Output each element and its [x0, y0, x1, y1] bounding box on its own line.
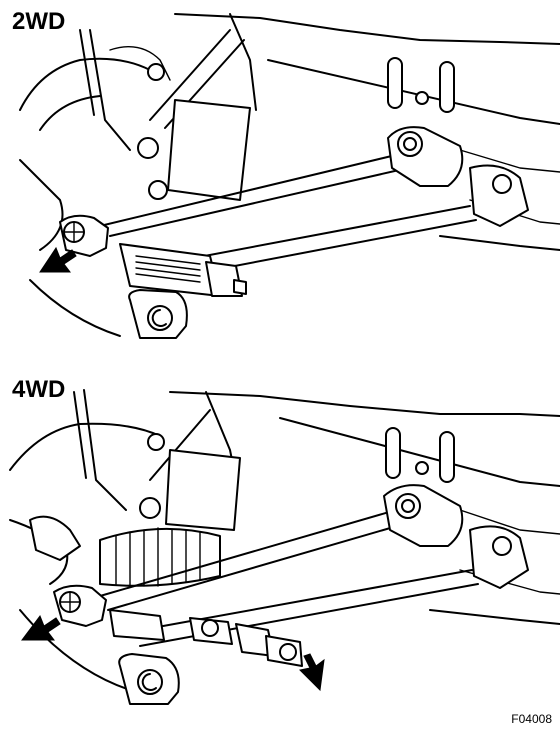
- panel-4wd: 4WD: [0, 370, 560, 710]
- tie-rod-end-4wd: [53, 584, 107, 627]
- arrow-icon-left: [21, 614, 61, 641]
- frame-outline: [174, 13, 560, 251]
- drive-shaft-boot: [99, 527, 221, 587]
- illustration-4wd: [9, 389, 560, 705]
- tie-rod-upper: [99, 126, 464, 237]
- panel-label-4wd: 4WD: [12, 376, 66, 403]
- steering-knuckle: [9, 389, 165, 691]
- arrow-icon: [39, 246, 77, 273]
- strut-rod: [149, 409, 241, 531]
- panel-label-2wd: 2WD: [12, 8, 66, 35]
- crossmember-slots: [385, 427, 455, 483]
- panel-2wd: 2WD: [0, 0, 560, 362]
- tie-rod-lower: [129, 525, 529, 647]
- rack-boot: [119, 243, 247, 297]
- tie-rod-upper: [99, 484, 464, 611]
- lower-bracket: [118, 653, 180, 705]
- figure-code: F04008: [511, 712, 552, 726]
- lower-bracket: [128, 289, 188, 339]
- tie-rod-end-2wd: [59, 214, 109, 257]
- crossmember-slots: [387, 57, 455, 113]
- illustration-2wd: [19, 13, 560, 339]
- rack-assembly: [109, 609, 303, 667]
- strut-rod: [149, 29, 251, 201]
- arrow-icon-right: [298, 653, 325, 692]
- steering-knuckle: [19, 29, 171, 337]
